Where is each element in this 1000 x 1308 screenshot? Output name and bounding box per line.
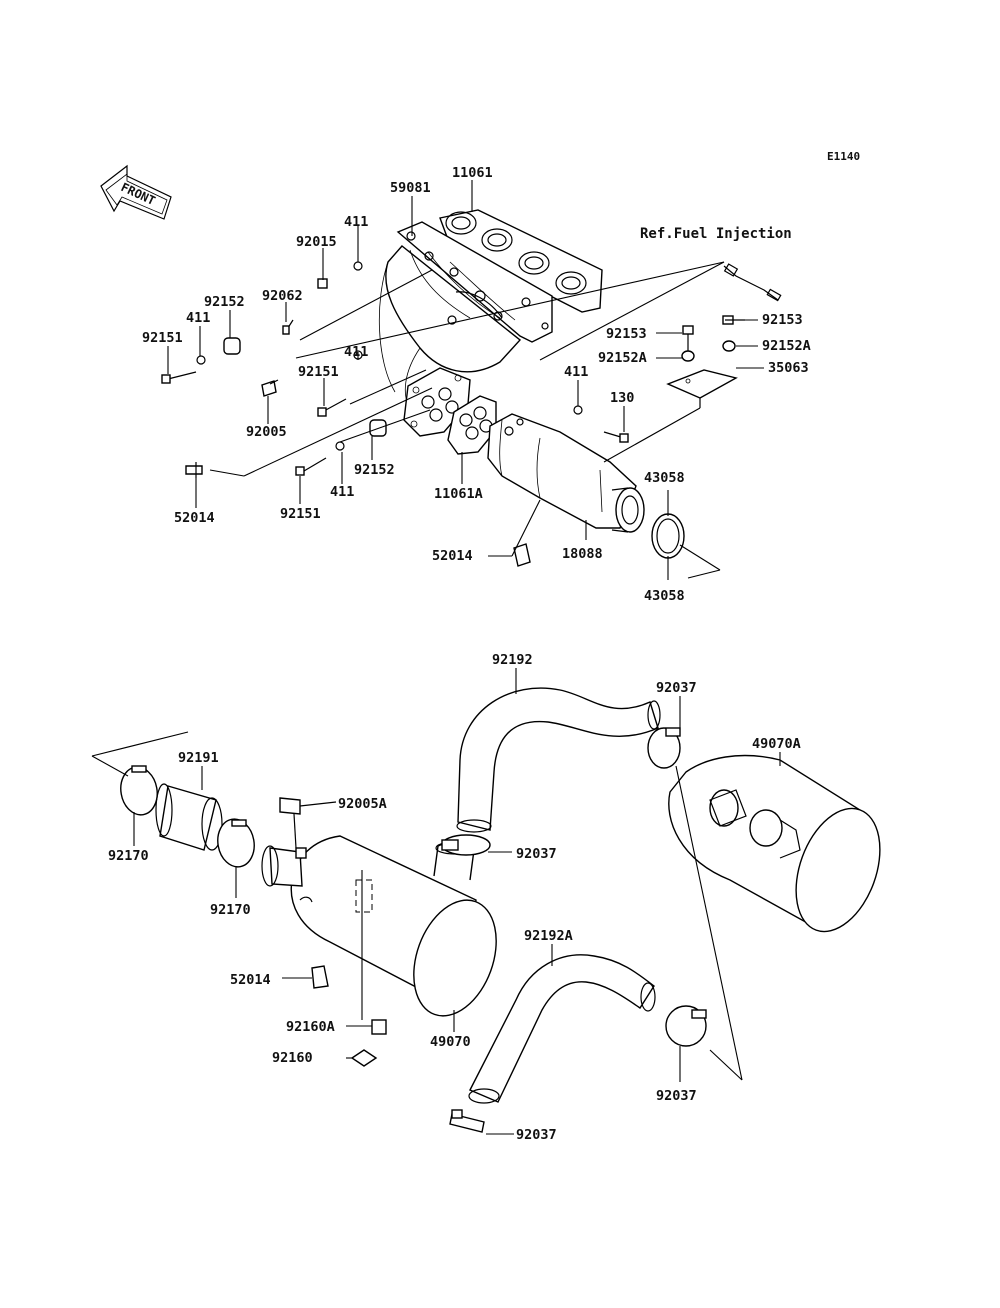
part-label: 411 — [344, 214, 368, 230]
part-label: 92037 — [656, 1088, 697, 1104]
part-label: 43058 — [644, 588, 685, 604]
hose-clamp-92170-right — [217, 818, 255, 868]
part-label: 92015 — [296, 234, 337, 250]
clamp-ring-43058 — [651, 513, 685, 559]
part-label: 411 — [564, 364, 588, 380]
part-label: 92170 — [108, 848, 149, 864]
part-label: 92153 — [762, 312, 803, 328]
bolt — [682, 325, 694, 352]
part-label: 411 — [344, 344, 368, 360]
washer — [353, 261, 363, 271]
washer — [196, 355, 206, 365]
nut — [317, 278, 328, 289]
straight-hose — [155, 783, 223, 851]
fitting — [513, 543, 531, 567]
part-label: 411 — [186, 310, 210, 326]
bolt — [295, 457, 327, 476]
part-label: 92152 — [204, 294, 245, 310]
part-label: 92005A — [338, 796, 387, 812]
part-labels: 11061 59081 411 92015 92152 92062 411 92… — [108, 165, 811, 1143]
exhaust-manifold — [378, 221, 553, 413]
pad-92160 — [350, 1049, 378, 1067]
sensor-lead — [723, 263, 782, 302]
bolt — [603, 431, 629, 443]
bolt — [161, 371, 197, 384]
part-label: 92062 — [262, 288, 303, 304]
leader-lines-bottom — [91, 668, 781, 1135]
silencer-49070A — [668, 754, 881, 933]
collar — [223, 337, 241, 355]
part-label: 92152A — [598, 350, 647, 366]
collar — [681, 350, 695, 362]
part-label: 92170 — [210, 902, 251, 918]
part-label: 92037 — [656, 680, 697, 696]
part-label: 92192A — [524, 928, 573, 944]
hose-clamp-92037-middle — [441, 834, 491, 856]
front-arrow-icon: FRONT — [100, 164, 172, 220]
part-label: 35063 — [768, 360, 809, 376]
part-label: 52014 — [230, 972, 271, 988]
part-label: 11061 — [452, 165, 493, 181]
washer — [573, 405, 583, 415]
diagram-code: E1140 — [827, 150, 860, 163]
part-label: 18088 — [562, 546, 603, 562]
part-label: 411 — [330, 484, 354, 500]
part-label: 92152A — [762, 338, 811, 354]
hose-clamp-92037-bottom — [449, 1109, 485, 1133]
part-label: 92151 — [280, 506, 321, 522]
part-label: 11061A — [434, 486, 483, 502]
part-label: 92152 — [354, 462, 395, 478]
fitting-52014-bottom — [311, 965, 329, 989]
fitting — [185, 462, 203, 478]
pad-92160A — [371, 1019, 387, 1035]
exhaust-pipe — [487, 413, 645, 533]
part-label: 92037 — [516, 846, 557, 862]
part-label: 43058 — [644, 470, 685, 486]
bracket — [666, 369, 738, 408]
outlet-gasket — [447, 395, 497, 455]
ref-note: Ref.Fuel Injection — [640, 226, 792, 242]
hose-clamp-92037-right — [665, 1005, 707, 1047]
part-label: 92160A — [286, 1019, 335, 1035]
part-label: 59081 — [390, 180, 431, 196]
part-label: 130 — [610, 390, 634, 406]
stud-bolt — [282, 319, 294, 335]
upper-bent-hose — [456, 687, 661, 833]
part-label: 92037 — [516, 1127, 557, 1143]
fitting-92005A — [279, 797, 337, 849]
manifold-gasket — [439, 209, 603, 313]
part-label: 49070 — [430, 1034, 471, 1050]
bolt — [317, 398, 347, 417]
hose-clamp-92170-left — [120, 765, 158, 816]
part-label: 92191 — [178, 750, 219, 766]
part-label: 52014 — [174, 510, 215, 526]
part-label: 49070A — [752, 736, 801, 752]
collar — [722, 340, 736, 352]
part-label: 92192 — [492, 652, 533, 668]
washer — [335, 441, 345, 451]
lower-bent-hose — [468, 954, 656, 1104]
silencer-49070 — [261, 835, 497, 1017]
fitting — [261, 379, 279, 397]
hose-clamp-92037-upper — [647, 727, 681, 769]
part-label: 92160 — [272, 1050, 313, 1066]
part-label: 92151 — [142, 330, 183, 346]
part-label: 92151 — [298, 364, 339, 380]
leader-lines-top — [167, 180, 764, 580]
part-label: 52014 — [432, 548, 473, 564]
part-label: 92005 — [246, 424, 287, 440]
part-label: 92153 — [606, 326, 647, 342]
